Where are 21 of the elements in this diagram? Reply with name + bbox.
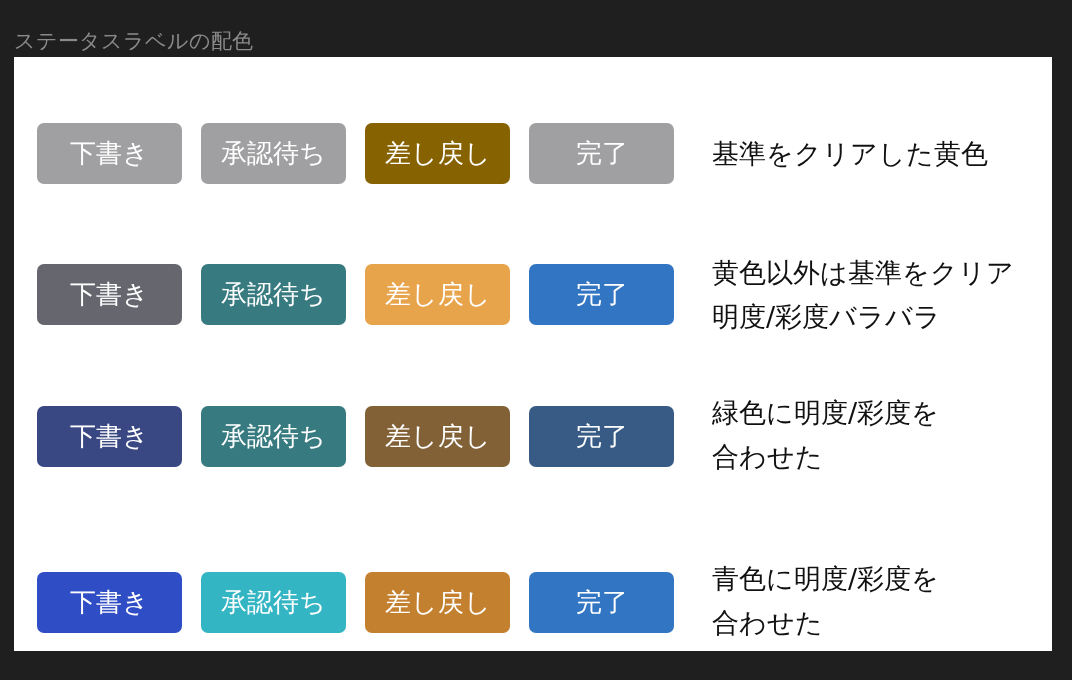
status-tag: 完了 [529,123,674,184]
status-tag: 差し戻し [365,264,510,325]
status-tag: 完了 [529,406,674,467]
status-tag: 承認待ち [201,406,346,467]
status-tag: 完了 [529,572,674,633]
status-tag: 完了 [529,264,674,325]
note-text: 黄色以外は基準をクリア明度/彩度バラバラ [712,256,1015,334]
status-tag: 下書き [37,264,182,325]
status-tag: 承認待ち [201,123,346,184]
status-tag: 下書き [37,406,182,467]
status-tag: 承認待ち [201,264,346,325]
note-text: 青色に明度/彩度を合わせた [712,562,941,640]
note-text: 緑色に明度/彩度を合わせた [712,396,941,474]
status-tag: 差し戻し [365,123,510,184]
status-tag: 下書き [37,572,182,633]
status-tag: 下書き [37,123,182,184]
status-tag: 承認待ち [201,572,346,633]
status-tag: 差し戻し [365,572,510,633]
note-text: 基準をクリアした黄色 [712,137,989,171]
status-tag: 差し戻し [365,406,510,467]
diagram-title: ステータスラベルの配色 [14,28,253,55]
